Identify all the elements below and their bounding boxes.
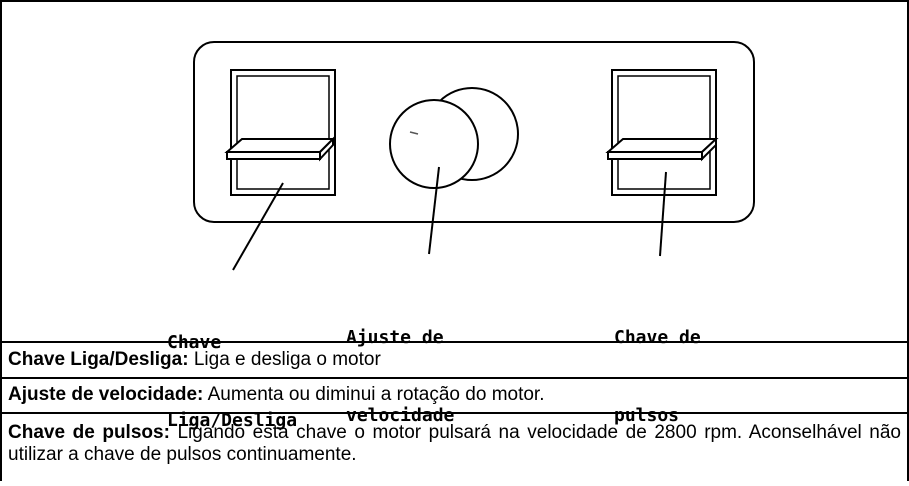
power-switch-label-line-2: Liga/Desliga [167, 410, 298, 431]
power-switch-icon [224, 69, 336, 196]
pulse-switch-label-line-2: pulsos [614, 405, 680, 426]
description-term: Chave de pulsos: [8, 422, 170, 443]
description-text: Aumenta ou diminui a rotação do motor. [203, 384, 545, 405]
control-panel-illustration [193, 41, 755, 271]
control-panel-body [193, 41, 755, 223]
description-row-power-switch: Chave Liga/Desliga: Liga e desliga o mot… [2, 341, 907, 377]
description-term: Ajuste de velocidade: [8, 384, 204, 405]
control-panel-diagram: Chave Liga/Desliga Ajuste de velocidade … [2, 2, 907, 431]
speed-knob-leader [428, 166, 440, 255]
pulse-switch-leader [659, 171, 667, 257]
pulse-switch-icon [605, 69, 719, 196]
speed-adjust-label-line-2: velocidade [346, 405, 455, 426]
power-switch-label: Chave Liga/Desliga [167, 278, 297, 486]
description-row-pulse-switch: Chave de pulsos: Ligando esta chave o mo… [2, 412, 907, 483]
power-switch-leader [232, 182, 284, 271]
description-row-speed-adjust: Ajuste de velocidade: Aumenta ou diminui… [2, 377, 907, 412]
description-text: Ligando esta chave o motor pulsará na ve… [8, 422, 902, 465]
description-text: Liga e desliga o motor [188, 349, 381, 370]
speed-knob-icon [389, 87, 519, 189]
description-term: Chave Liga/Desliga: [8, 349, 189, 370]
